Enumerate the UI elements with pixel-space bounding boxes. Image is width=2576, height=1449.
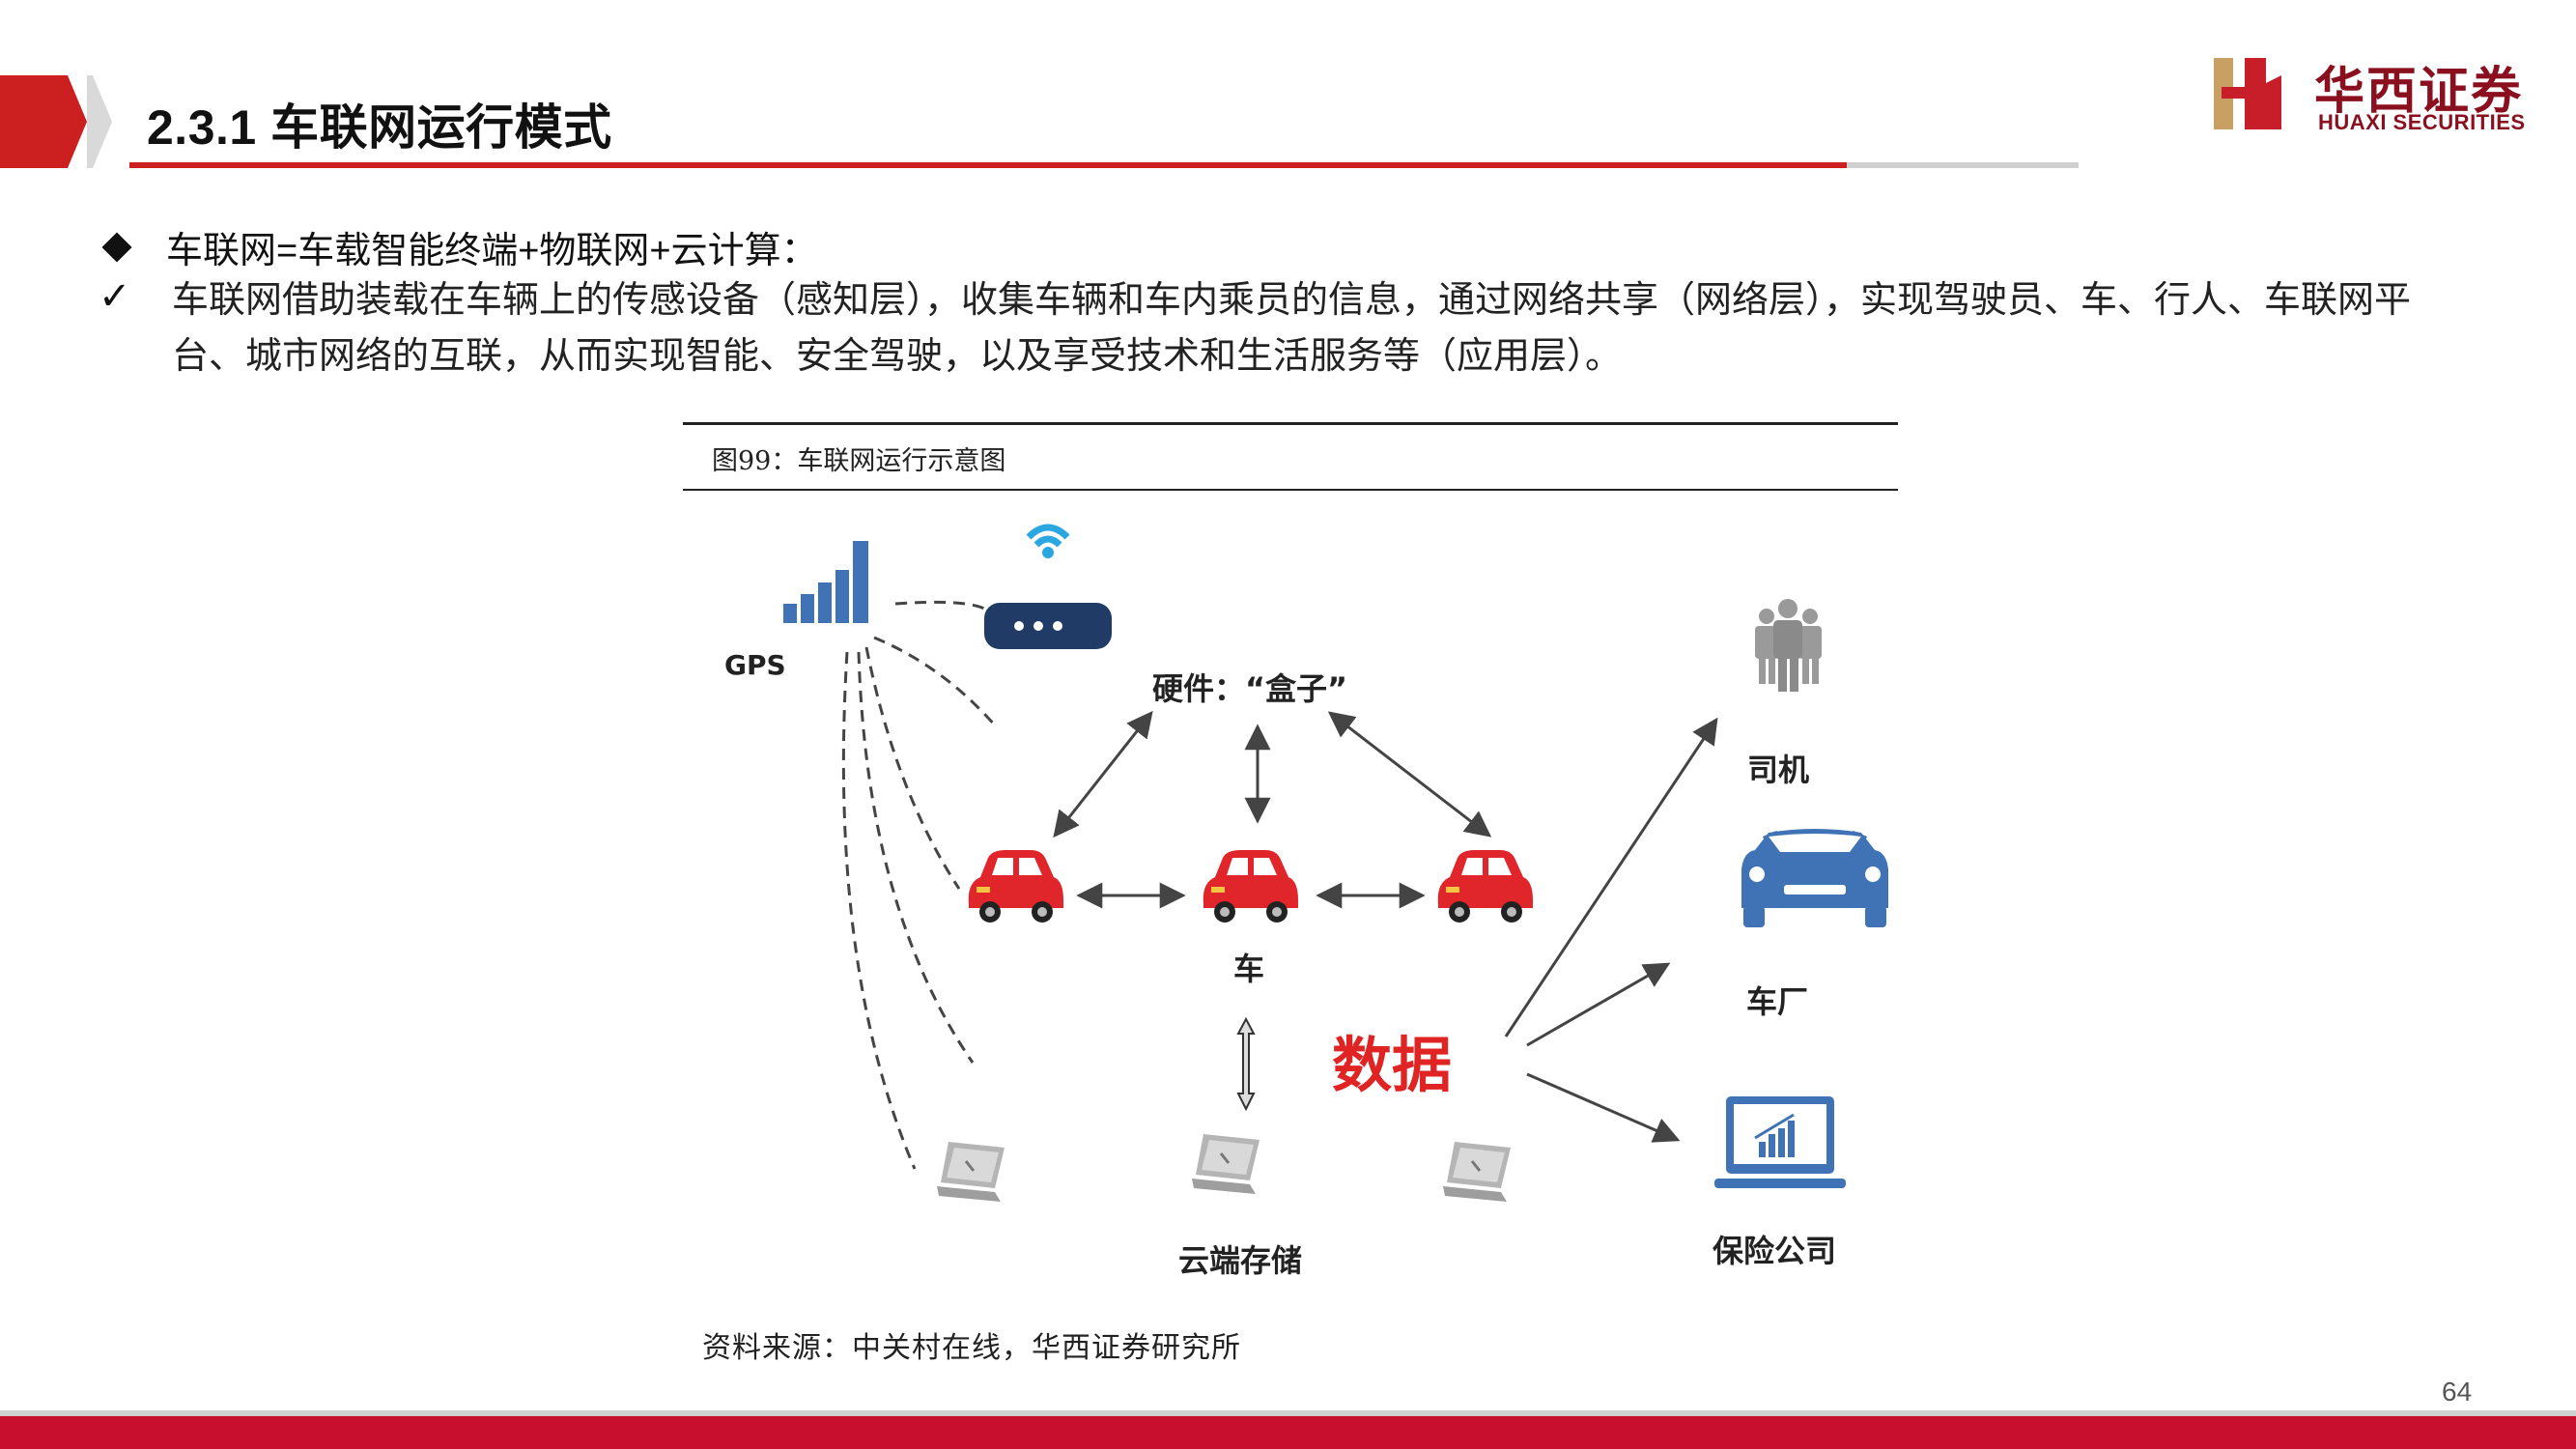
signal-dashed-lines bbox=[841, 600, 998, 1170]
logo-english-name: HUAXI SECURITIES bbox=[2318, 110, 2526, 134]
huaxi-logo-icon bbox=[2214, 58, 2281, 129]
source-note: 资料来源：中关村在线，华西证券研究所 bbox=[702, 1331, 1241, 1365]
check-icon: ✓ bbox=[99, 275, 131, 318]
title-underline-grey bbox=[1847, 162, 2079, 168]
blue-car-icon bbox=[1741, 829, 1888, 927]
page-number: 64 bbox=[2442, 1377, 2473, 1406]
signal-bars-icon bbox=[783, 541, 868, 623]
connection-arrows bbox=[1053, 710, 1492, 909]
insurer-label: 保险公司 bbox=[1713, 1233, 1837, 1269]
title-accent-shadow bbox=[87, 75, 112, 168]
logo-chinese-name: 华西证券 bbox=[2314, 62, 2524, 121]
footer-band bbox=[0, 1416, 2576, 1449]
diagram-canvas bbox=[783, 524, 1888, 1204]
cloud-storage-label: 云端存储 bbox=[1178, 1242, 1303, 1279]
cloud-double-arrow bbox=[1236, 1016, 1256, 1112]
car-icon bbox=[968, 850, 1063, 923]
gps-label: GPS bbox=[724, 649, 786, 681]
page-title: 2.3.1 车联网运行模式 bbox=[147, 100, 612, 155]
figure-rule-top bbox=[683, 422, 1898, 425]
diamond-bullet-icon bbox=[101, 231, 132, 263]
footer-rule bbox=[0, 1410, 2576, 1416]
automaker-label: 车厂 bbox=[1746, 983, 1809, 1020]
bullet-text: 车联网=车载智能终端+物联网+云计算： bbox=[166, 231, 818, 271]
car-icon bbox=[1203, 850, 1298, 923]
car-label: 车 bbox=[1233, 951, 1265, 987]
figure-rule-bottom bbox=[683, 489, 1898, 491]
router-icon bbox=[984, 524, 1112, 649]
laptop-icon bbox=[1441, 1140, 1513, 1204]
title-underline bbox=[129, 162, 1847, 168]
body-paragraph: 车联网借助装载在车辆上的传感设备（感知层），收集车辆和车内乘员的信息，通过网络共… bbox=[172, 280, 2412, 377]
figure-caption: 图99：车联网运行示意图 bbox=[712, 446, 1006, 476]
driver-label: 司机 bbox=[1747, 752, 1810, 788]
data-arrows bbox=[1504, 717, 1718, 1143]
title-accent-tab bbox=[0, 75, 87, 168]
laptop-icon bbox=[935, 1140, 1006, 1204]
data-label: 数据 bbox=[1332, 1030, 1453, 1100]
monitor-chart-icon bbox=[1714, 1096, 1846, 1188]
people-icon bbox=[1755, 599, 1822, 692]
bullet-heading: 车联网=车载智能终端+物联网+云计算： bbox=[100, 220, 818, 273]
laptop-icon bbox=[1190, 1132, 1261, 1196]
hardware-box-label: 硬件：“盒子” bbox=[1152, 670, 1348, 707]
iov-diagram: GPS 硬件：“盒子” 车 云端存储 数据 司机 车厂 保险公司 bbox=[683, 502, 1898, 1294]
car-icon bbox=[1437, 850, 1533, 923]
